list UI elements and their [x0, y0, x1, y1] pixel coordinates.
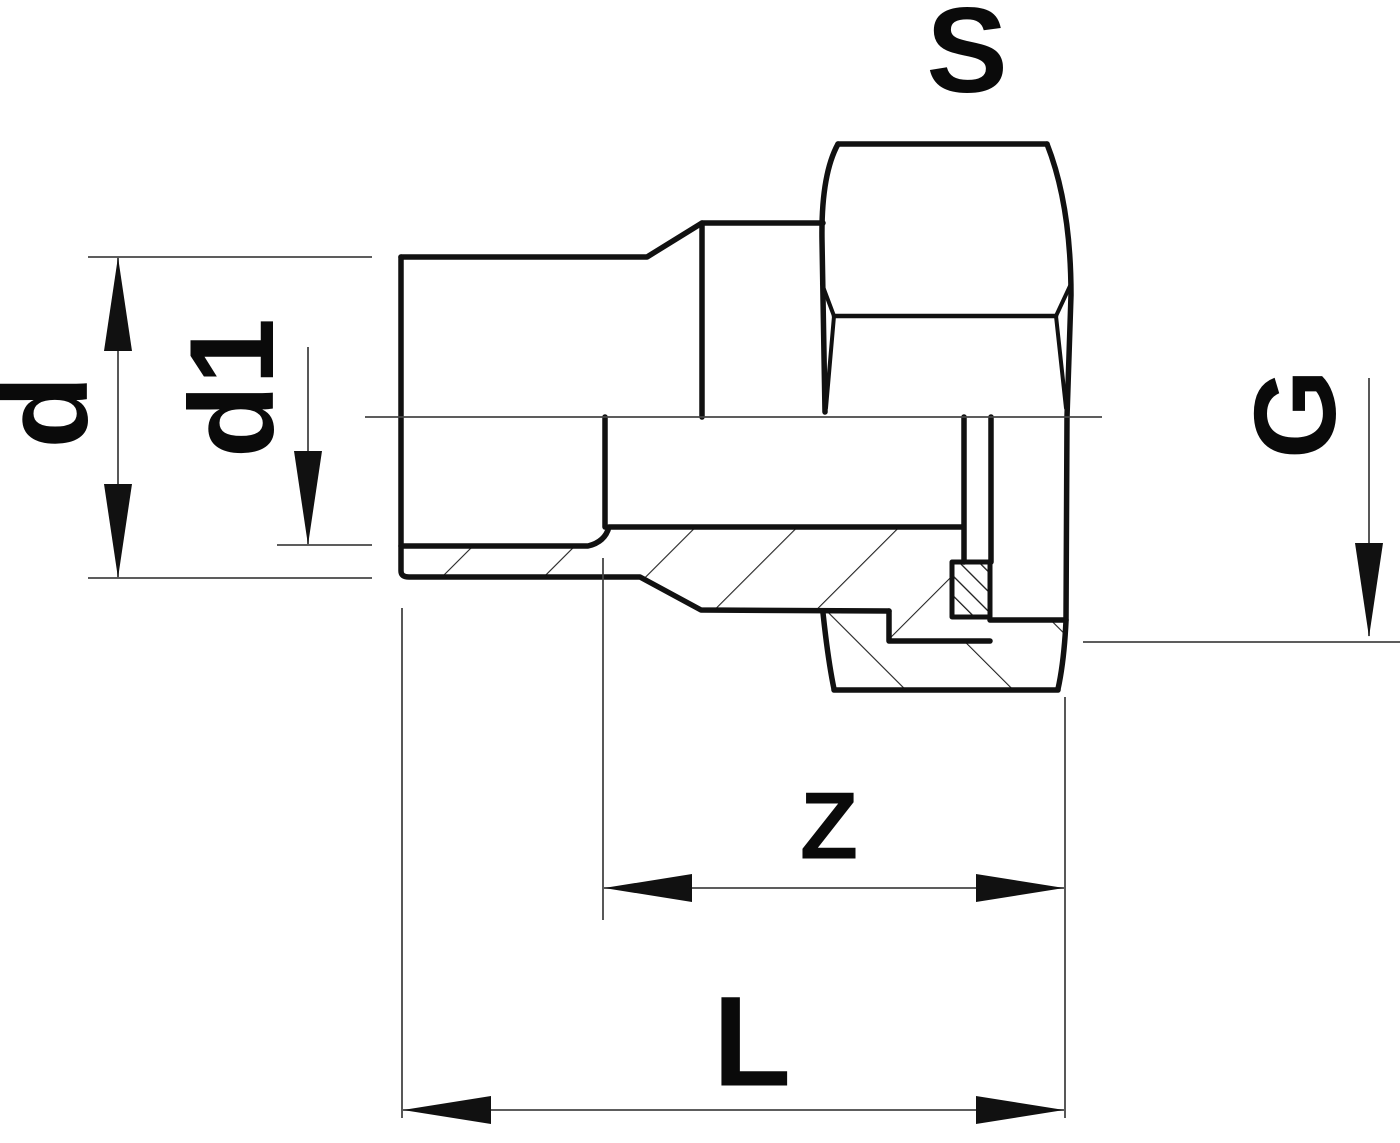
nut-facet-chamfer-left-up [820, 282, 836, 318]
label-outer-diameter-d: d [0, 375, 113, 448]
body-top-profile [398, 220, 826, 260]
seal-section-hatch [952, 562, 990, 617]
g-arrow-down [1355, 543, 1383, 637]
d-arrow-up [104, 257, 132, 351]
nut-left-edge-upper [819, 141, 841, 415]
section-hatch-regions [401, 527, 1066, 690]
d1-arrow-down [294, 451, 322, 545]
label-overall-length-L: L [713, 971, 791, 1114]
l-arrow-left [403, 1096, 491, 1124]
nut-facet-chamfer-right-down [1054, 314, 1068, 410]
nut-right-edge-lower [1055, 414, 1070, 692]
fitting-body-outline [398, 220, 1069, 644]
dimension-arrowheads [104, 257, 1383, 1124]
dimension-labels: S d d1 G Z L [0, 0, 1360, 1114]
l-arrow-right [976, 1096, 1064, 1124]
nut-left-edge-lower [820, 610, 837, 692]
nut-recess-step [886, 608, 993, 644]
label-socket-diameter-d1: d1 [165, 318, 299, 458]
nut-facet-chamfer-left-down [824, 314, 836, 410]
label-z-dimension: Z [800, 773, 859, 880]
z-arrow-left [604, 874, 692, 902]
d-arrow-down [104, 484, 132, 578]
body-section-hatch [401, 527, 963, 641]
nut-section-hatch [823, 613, 1066, 690]
socket-inner-wall [398, 524, 966, 549]
union-nut-outline [819, 141, 1074, 693]
nut-right-edge-upper [1044, 141, 1074, 420]
seal-ring-outline [949, 559, 993, 620]
body-left-and-bottom-profile [398, 254, 892, 614]
nut-facet-chamfer-right-up [1054, 284, 1072, 318]
label-thread-size-G: G [1230, 369, 1360, 459]
label-wrench-size-S: S [926, 0, 1007, 118]
z-arrow-right [976, 874, 1064, 902]
